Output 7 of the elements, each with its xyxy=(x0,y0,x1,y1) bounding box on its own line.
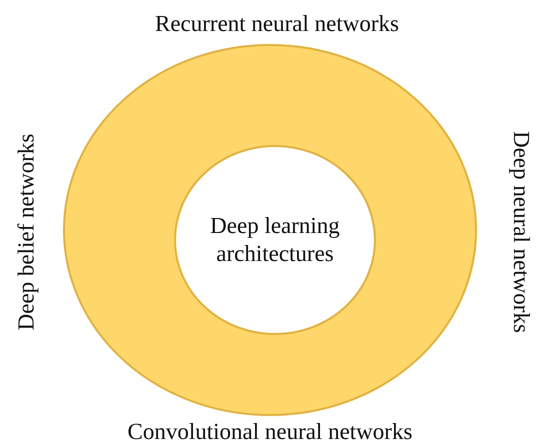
category-label: Convolutional neural networks xyxy=(128,419,412,445)
category-label: Deep belief networks xyxy=(12,134,39,330)
inner-circle xyxy=(174,145,376,335)
outer-ring xyxy=(63,44,477,416)
node-label: Deep learning architectures xyxy=(209,212,341,268)
category-label: Deep neural networks xyxy=(508,131,534,333)
category-label: Recurrent neural networks xyxy=(155,11,399,37)
